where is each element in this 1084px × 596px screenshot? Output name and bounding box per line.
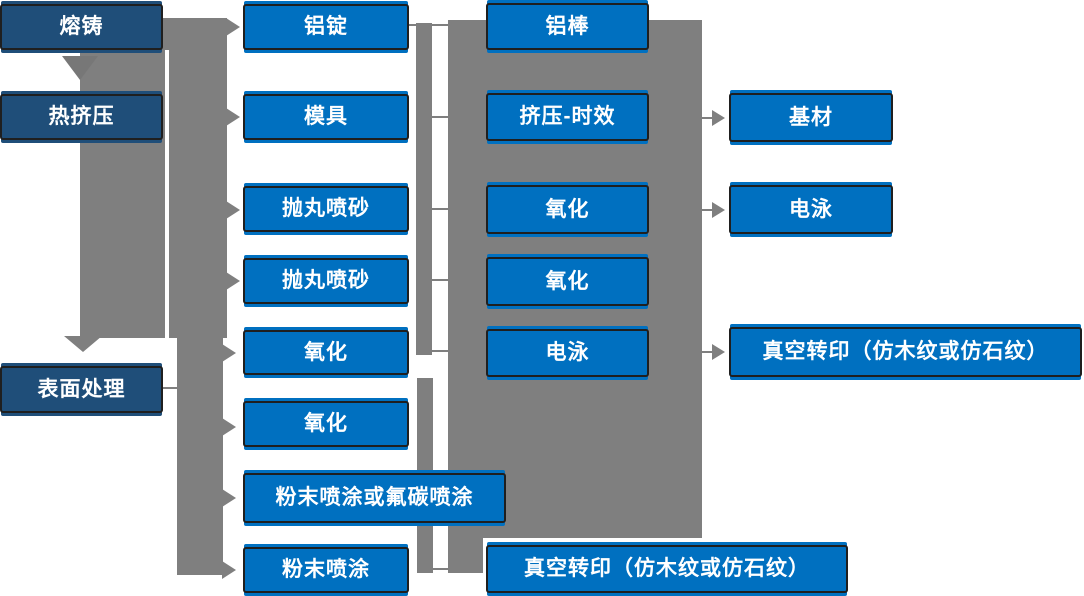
node-label: 电泳: [545, 341, 590, 365]
node-surface-treatment: 表面处理: [0, 366, 163, 413]
left-band-gap: [165, 50, 169, 338]
left-connector-band: [80, 18, 227, 338]
node-label: 熔铸: [59, 15, 104, 39]
node-label: 氧化: [545, 197, 590, 221]
node-label: 真空转印（仿木纹或仿石纹）: [762, 340, 1049, 364]
node-label: 抛丸喷砂: [282, 197, 370, 221]
node-label: 氧化: [545, 269, 590, 293]
line-electrophoresis-row: [432, 350, 448, 352]
node-oxidation-col2-2: 氧化: [243, 401, 409, 447]
line-oxidation-row-2: [432, 279, 448, 281]
arrow-down-to-surface-treatment-icon: [64, 336, 102, 352]
arrow-to-oxidation-2-icon: [222, 418, 236, 436]
node-label: 热挤压: [48, 105, 115, 129]
arrow-to-shot-blast-1-icon: [226, 201, 240, 219]
arrow-to-powder-coating-icon: [222, 561, 236, 579]
arrow-to-shot-blast-2-icon: [226, 272, 240, 290]
arrow-to-vacuum-transfer-icon: [712, 344, 725, 360]
node-shot-blast-1: 抛丸喷砂: [243, 186, 409, 232]
arrow-to-oxidation-1-icon: [222, 344, 236, 362]
node-label: 抛丸喷砂: [282, 269, 370, 293]
left-connector-band-lower: [177, 338, 223, 575]
arrow-to-aluminum-ingot-icon: [226, 18, 240, 36]
node-oxidation-col3-2: 氧化: [486, 257, 649, 306]
node-vacuum-transfer-bottom: 真空转印（仿木纹或仿石纹）: [486, 545, 848, 593]
node-label: 电泳: [789, 197, 833, 221]
node-electrophoresis-col3: 电泳: [486, 329, 649, 377]
line-ingot-to-rod: [409, 24, 448, 26]
center-panel-stub: [448, 538, 483, 573]
line-mold-row: [432, 116, 448, 118]
node-powder-coating: 粉末喷涂: [243, 547, 409, 593]
node-aluminum-ingot: 铝锭: [243, 4, 409, 50]
node-label: 基材: [789, 105, 833, 129]
node-label: 铝锭: [304, 15, 348, 39]
arrow-to-mold-icon: [226, 108, 240, 126]
node-label: 粉末喷涂: [282, 558, 370, 582]
node-extrusion-aging: 挤压-时效: [486, 93, 649, 141]
line-powder-row: [433, 568, 448, 570]
node-label: 表面处理: [37, 377, 126, 401]
node-hot-extrusion: 热挤压: [0, 94, 163, 140]
node-label: 氧化: [304, 412, 348, 436]
arrow-shaft-base-material: [702, 117, 714, 119]
node-aluminum-rod: 铝棒: [486, 3, 649, 50]
mid-band-upper: [416, 23, 432, 355]
node-label: 挤压-时效: [519, 105, 616, 129]
arrow-to-powder-fluorocarbon-icon: [222, 489, 236, 507]
node-label: 模具: [304, 105, 348, 129]
arrow-down-melting-to-extrusion-icon: [62, 56, 98, 80]
node-vacuum-transfer-right: 真空转印（仿木纹或仿石纹）: [729, 327, 1082, 377]
arrow-to-electrophoresis-icon: [712, 202, 725, 218]
node-label: 铝棒: [545, 14, 590, 38]
node-mold: 模具: [243, 94, 409, 140]
arrow-shaft-vacuum-transfer: [702, 351, 714, 353]
node-label: 粉末喷涂或氟碳喷涂: [275, 486, 474, 510]
node-oxidation-col2-1: 氧化: [243, 330, 409, 375]
line-surface-treatment: [163, 387, 177, 389]
node-electrophoresis-col4: 电泳: [729, 185, 893, 234]
node-melting-casting: 熔铸: [0, 4, 163, 50]
node-shot-blast-2: 抛丸喷砂: [243, 258, 409, 304]
node-label: 真空转印（仿木纹或仿石纹）: [524, 557, 810, 581]
arrow-to-base-material-icon: [712, 110, 725, 126]
node-label: 氧化: [304, 340, 348, 364]
node-base-material: 基材: [729, 93, 893, 142]
node-oxidation-col3-1: 氧化: [486, 185, 649, 234]
line-oxidation-row-1: [432, 208, 448, 210]
node-powder-or-fluorocarbon: 粉末喷涂或氟碳喷涂: [243, 473, 506, 523]
arrow-shaft-electrophoresis: [702, 209, 714, 211]
